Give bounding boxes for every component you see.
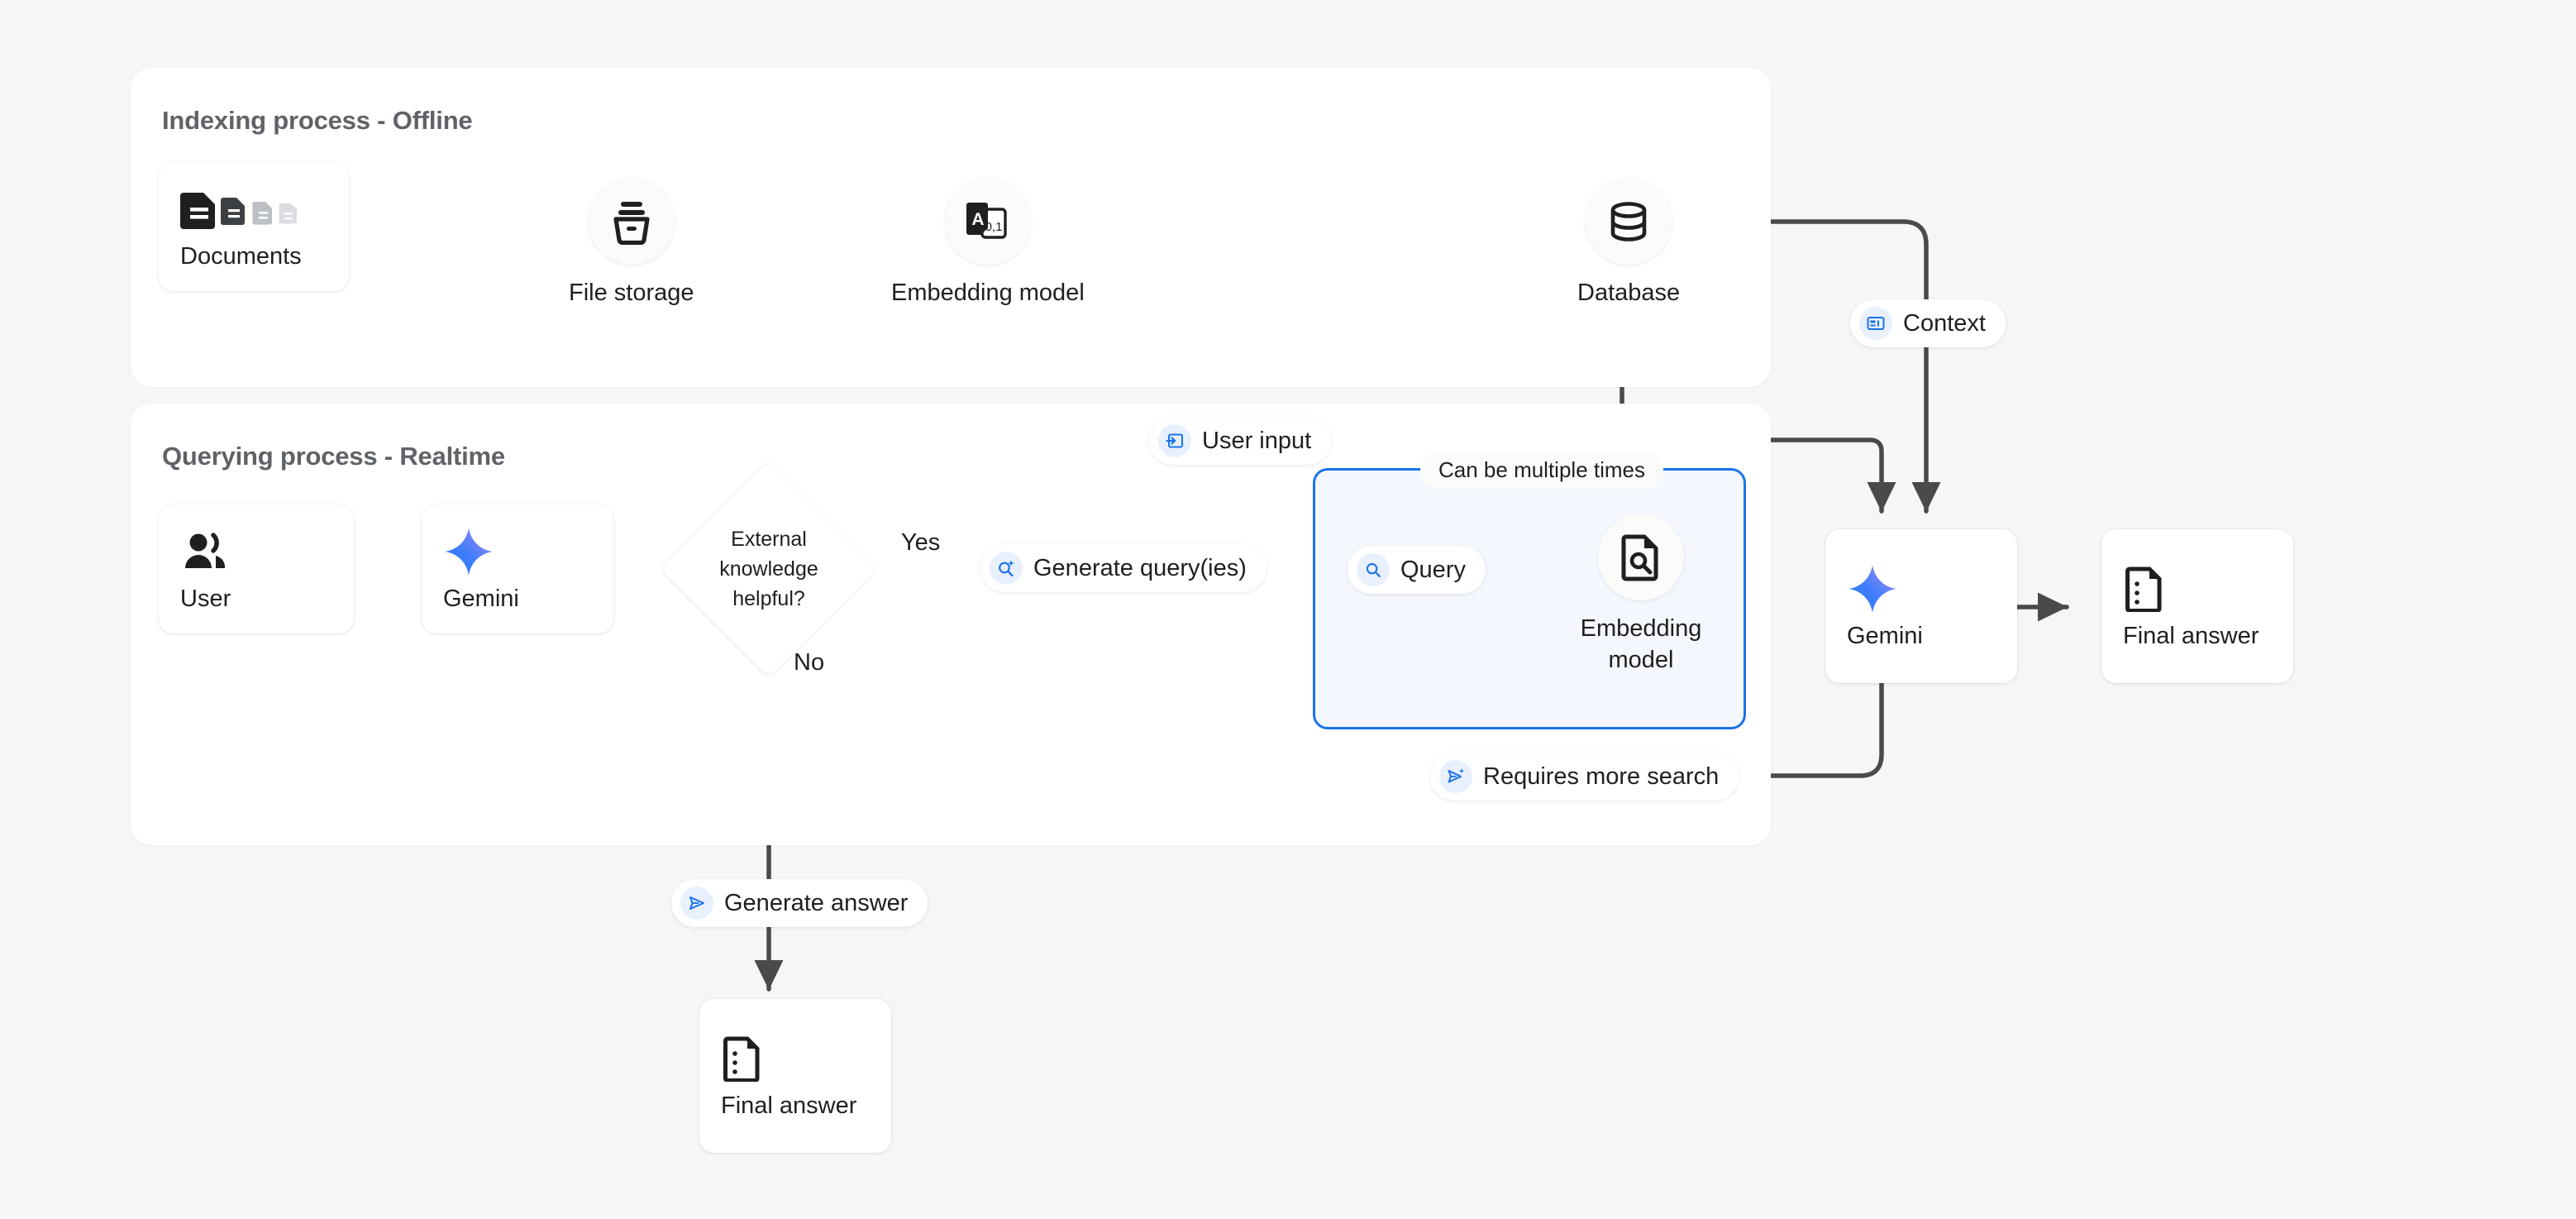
node-final-answer-bottom[interactable]: Final answer bbox=[699, 999, 891, 1153]
pill-generate-queries-label: Generate query(ies) bbox=[1033, 554, 1247, 581]
svg-text:A: A bbox=[971, 210, 984, 229]
pill-generate-answer-label: Generate answer bbox=[724, 889, 909, 916]
edge-label-yes: Yes bbox=[901, 529, 941, 556]
decision-label: External knowledge helpful? bbox=[719, 527, 818, 611]
node-final-answer-right-label: Final answer bbox=[2123, 623, 2259, 650]
edge-label-no: No bbox=[794, 649, 825, 676]
node-final-answer-bottom-label: Final answer bbox=[721, 1092, 857, 1120]
svg-text:0,1: 0,1 bbox=[985, 220, 1002, 234]
node-file-storage-label: File storage bbox=[569, 280, 694, 306]
pill-context[interactable]: Context bbox=[1850, 299, 2006, 347]
decision-external-knowledge[interactable]: External knowledge helpful? bbox=[660, 460, 878, 678]
loop-note-label: Can be multiple times bbox=[1438, 457, 1645, 482]
node-file-storage[interactable]: File storage bbox=[569, 179, 694, 309]
panel-indexing-process: Indexing process - Offline bbox=[131, 68, 1771, 387]
node-gemini-left-label: Gemini bbox=[443, 586, 519, 613]
pill-query-label: Query bbox=[1400, 556, 1466, 583]
gemini-star-icon bbox=[1847, 562, 2017, 615]
send-sparkle-icon bbox=[1439, 760, 1472, 793]
search-icon bbox=[1357, 553, 1390, 586]
pill-user-input[interactable]: User input bbox=[1149, 417, 1332, 465]
pill-query[interactable]: Query bbox=[1348, 546, 1486, 594]
node-database[interactable]: Database bbox=[1577, 179, 1680, 309]
loop-container-multiple-times bbox=[1313, 468, 1746, 729]
panel-indexing-title: Indexing process - Offline bbox=[162, 106, 473, 135]
loop-note-multiple-times: Can be multiple times bbox=[1420, 452, 1663, 489]
embedding-model-icon: 0,1 A bbox=[944, 179, 1031, 265]
node-gemini-right[interactable]: Gemini bbox=[1825, 529, 2017, 683]
node-documents-label: Documents bbox=[180, 243, 302, 270]
pill-generate-queries[interactable]: Generate query(ies) bbox=[980, 544, 1267, 592]
search-sparkle-icon bbox=[990, 552, 1023, 585]
file-storage-icon bbox=[588, 179, 675, 265]
answer-doc-icon bbox=[721, 1032, 891, 1085]
node-database-label: Database bbox=[1577, 280, 1681, 306]
node-embedding-model-query-label: Embedding model bbox=[1580, 615, 1702, 673]
node-embedding-model-indexing[interactable]: 0,1 A Embedding model bbox=[891, 179, 1085, 309]
database-icon bbox=[1586, 179, 1672, 265]
node-embedding-model-query[interactable]: Embedding model bbox=[1571, 514, 1711, 676]
document-search-icon bbox=[1598, 514, 1684, 600]
pill-generate-answer[interactable]: Generate answer bbox=[671, 879, 928, 927]
pill-context-label: Context bbox=[1903, 309, 1986, 337]
documents-icon bbox=[180, 183, 349, 236]
pill-user-input-label: User input bbox=[1202, 427, 1312, 454]
node-user-label: User bbox=[180, 586, 231, 613]
panel-querying-title: Querying process - Realtime bbox=[162, 442, 505, 471]
login-arrow-icon bbox=[1158, 424, 1191, 457]
pill-requires-more-search[interactable]: Requires more search bbox=[1430, 753, 1739, 801]
node-embedding-model-indexing-label: Embedding model bbox=[891, 280, 1085, 306]
send-icon bbox=[680, 887, 713, 920]
answer-doc-icon bbox=[2123, 562, 2293, 615]
user-group-icon bbox=[180, 525, 354, 578]
node-user[interactable]: User bbox=[159, 504, 354, 633]
pill-requires-more-search-label: Requires more search bbox=[1483, 762, 1720, 790]
node-documents[interactable]: Documents bbox=[159, 162, 349, 291]
article-card-icon bbox=[1859, 307, 1892, 340]
node-gemini-left[interactable]: Gemini bbox=[422, 504, 613, 633]
gemini-star-icon bbox=[443, 525, 613, 578]
node-final-answer-right[interactable]: Final answer bbox=[2101, 529, 2293, 683]
node-gemini-right-label: Gemini bbox=[1847, 623, 1923, 650]
